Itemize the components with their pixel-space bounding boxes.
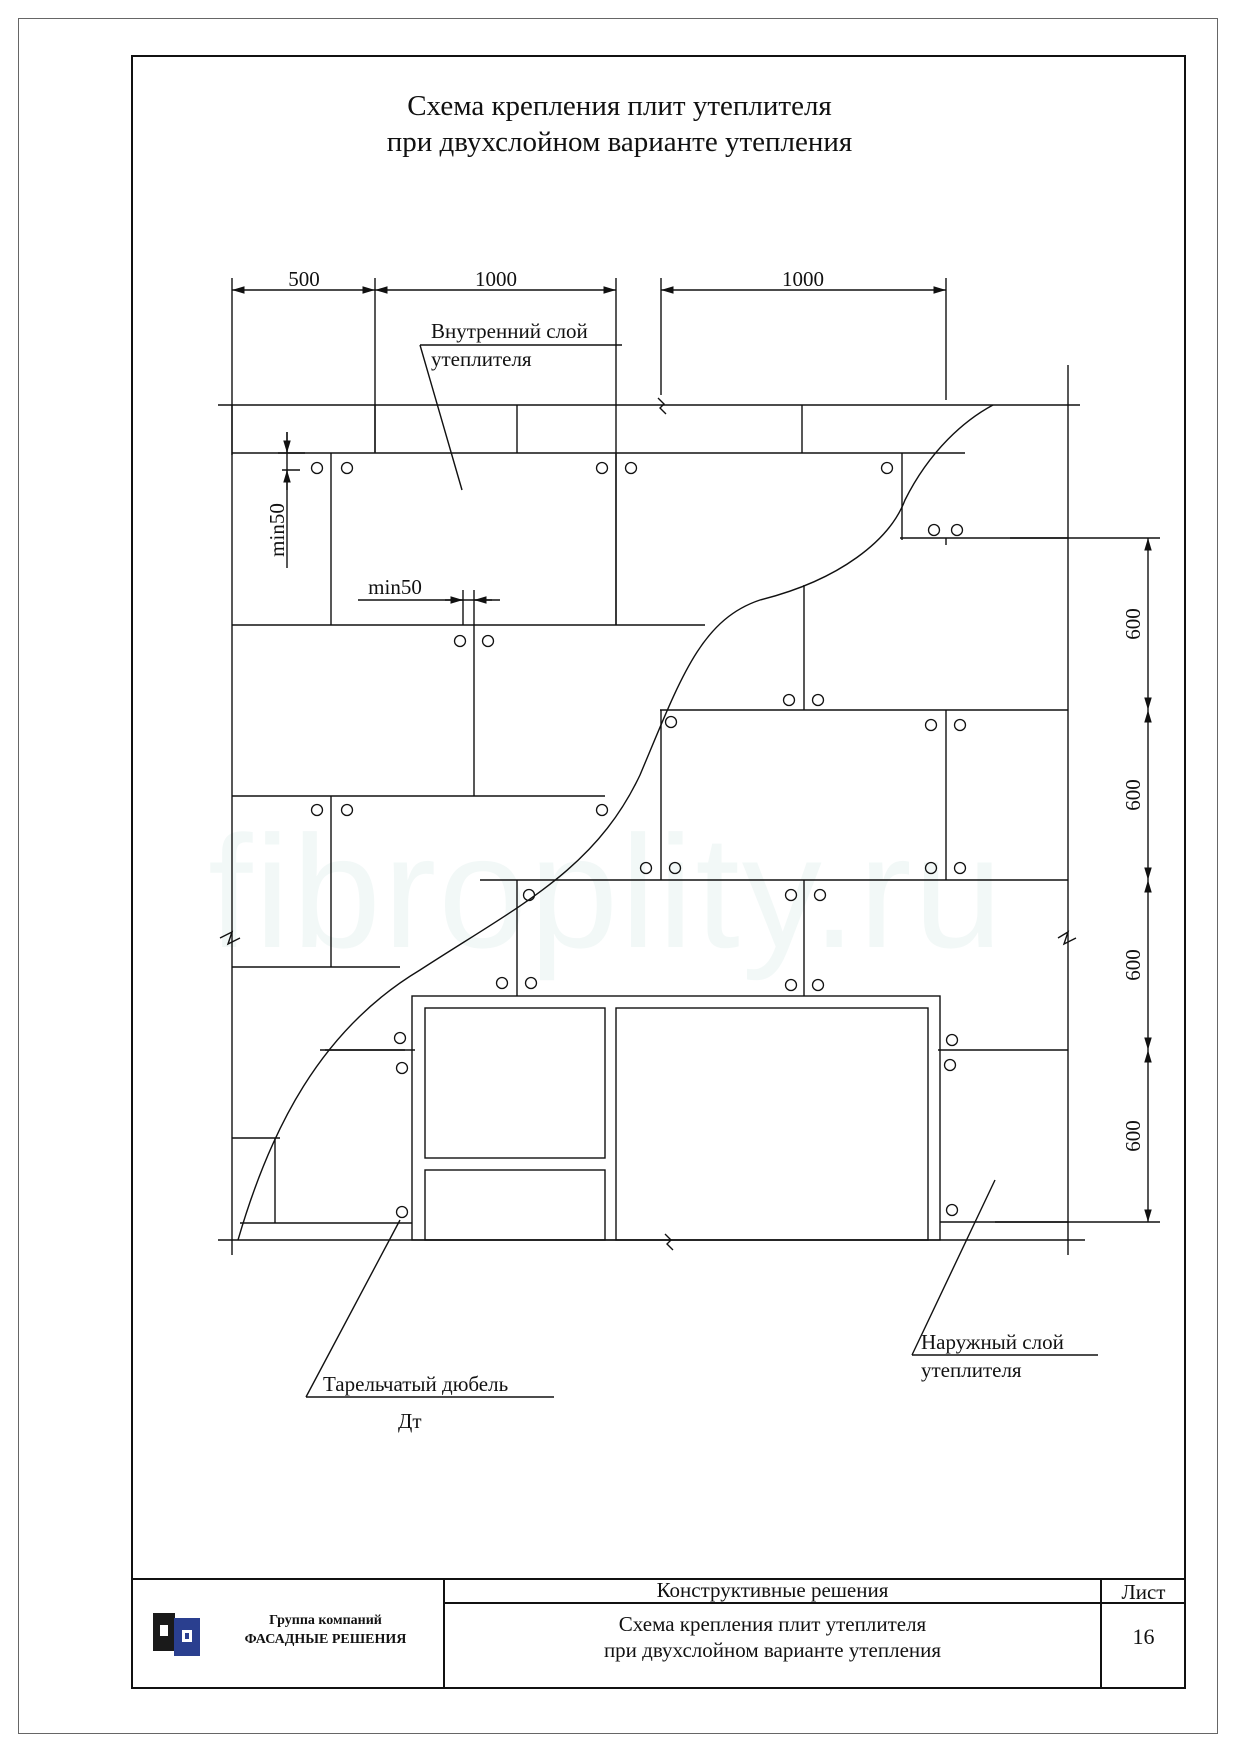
dim-top-1000-b: 1000 bbox=[782, 267, 824, 291]
outer-border bbox=[18, 18, 1218, 1734]
company-label-1: Группа компаний bbox=[269, 1613, 382, 1628]
inner-layer-label-1: Внутренний слой bbox=[431, 319, 588, 343]
stamp-title-2: при двухслойном варианте утепления bbox=[603, 1638, 942, 1662]
outer-layer-label-1: Наружный слой bbox=[921, 1330, 1064, 1354]
min50-horizontal-marker bbox=[358, 590, 500, 625]
sheet-number: 16 bbox=[1132, 1624, 1155, 1649]
stamp-section: Конструктивные решения bbox=[656, 1578, 889, 1602]
window-opening bbox=[411, 995, 941, 1241]
dim-top-1000-a: 1000 bbox=[475, 267, 517, 291]
dim-right-600-a: 600 bbox=[1121, 608, 1145, 640]
inner-layer-label-2: утеплителя bbox=[431, 347, 532, 371]
wall-boundary bbox=[218, 365, 1085, 1255]
dim-right-600-c: 600 bbox=[1121, 949, 1145, 981]
outer-layer-label-2: утеплителя bbox=[921, 1358, 1022, 1382]
company-label-2: ФАСАДНЫЕ РЕШЕНИЯ bbox=[244, 1632, 407, 1647]
dim-min50-horizontal: min50 bbox=[368, 575, 422, 599]
dowels bbox=[310, 461, 967, 1219]
sheet-label: Лист bbox=[1121, 1580, 1166, 1604]
title-block: Группа компаний ФАСАДНЫЕ РЕШЕНИЯ Констру… bbox=[131, 1578, 1186, 1689]
inner-layer-boards bbox=[232, 405, 965, 1224]
dowel-label-1: Тарельчатый дюбель bbox=[323, 1372, 508, 1396]
dim-right-600-d: 600 bbox=[1121, 1120, 1145, 1152]
leader-lines bbox=[305, 344, 1098, 1398]
stamp-title-1: Схема крепления плит утеплителя bbox=[618, 1612, 927, 1636]
watermark: fibroplity.ru bbox=[208, 802, 1005, 981]
dim-min50-vertical: min50 bbox=[265, 503, 289, 557]
min50-vertical-marker bbox=[278, 432, 305, 568]
outer-layer-boards bbox=[320, 537, 1068, 1223]
top-dimension-lines bbox=[231, 278, 947, 625]
drawing-title-line-2: при двухслойном варианте утепления bbox=[386, 126, 853, 158]
drawing-title-line-1: Схема крепления плит утеплителя bbox=[407, 90, 832, 122]
dowel-label-2: Дт bbox=[398, 1409, 422, 1433]
layer-boundary-curve bbox=[237, 404, 994, 1241]
dim-right-600-b: 600 bbox=[1121, 779, 1145, 811]
dim-top-500: 500 bbox=[288, 267, 320, 291]
company-logo-icon bbox=[153, 1613, 200, 1656]
drawing-frame bbox=[131, 55, 1186, 1689]
